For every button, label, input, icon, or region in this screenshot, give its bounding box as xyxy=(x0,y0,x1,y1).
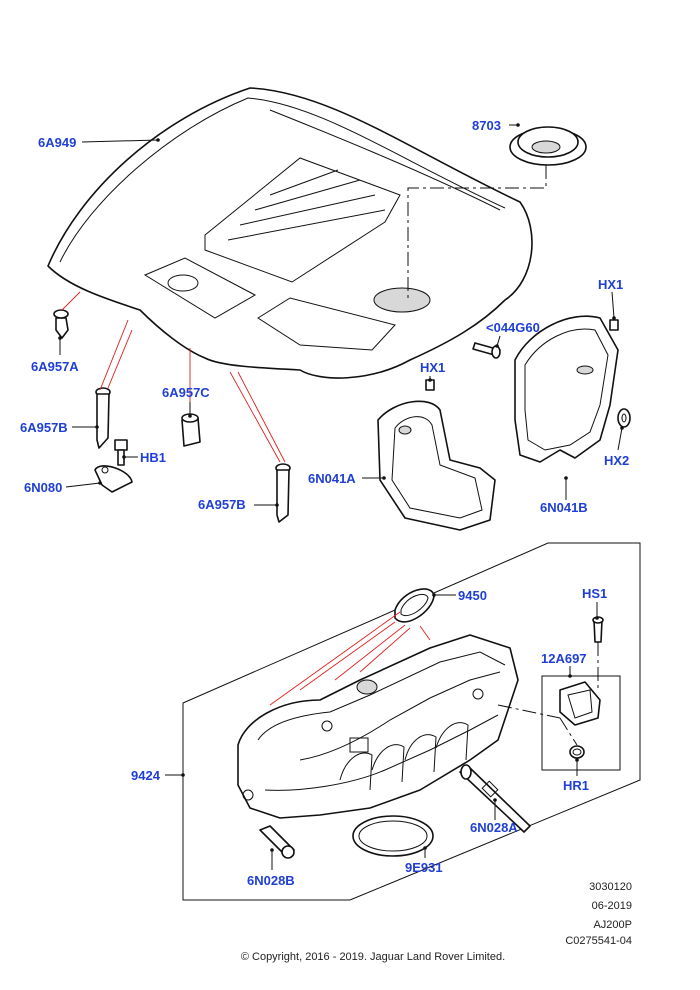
label-6a957b-left: 6A957B xyxy=(20,420,68,435)
bolt-hx1-right xyxy=(609,319,619,331)
gasket-9450 xyxy=(394,588,435,623)
label-hs1: HS1 xyxy=(582,586,607,601)
bolt-6n028b xyxy=(259,825,295,859)
meta-line-1: 3030120 xyxy=(589,881,632,893)
label-6n028a: 6N028A xyxy=(470,820,518,835)
sensor-dash-3 xyxy=(559,717,578,746)
label-6a957a: 6A957A xyxy=(31,359,79,374)
label-hx1-right: HX1 xyxy=(598,277,623,292)
label-6n028b: 6N028B xyxy=(247,873,295,888)
red-leaders-cover xyxy=(61,291,286,463)
bolt-hb1 xyxy=(114,439,128,466)
label-044g60: <044G60 xyxy=(486,320,540,335)
meta-line-2: 06-2019 xyxy=(592,900,632,912)
part-labels: 6A949 8703 6A957A 6A957B 6A957C HB1 6N08… xyxy=(20,118,629,888)
label-hx2: HX2 xyxy=(604,453,629,468)
oring-9e931 xyxy=(352,815,434,857)
label-6a949: 6A949 xyxy=(38,135,76,150)
runners xyxy=(339,722,469,791)
sensor-dash-2 xyxy=(497,704,561,719)
clip-6a957c xyxy=(181,413,201,447)
sensor-box xyxy=(541,675,621,771)
oring-hr1 xyxy=(569,745,585,759)
label-12a697: 12A697 xyxy=(541,651,587,666)
label-6a957c: 6A957C xyxy=(162,385,210,400)
engine-cover xyxy=(47,87,533,379)
label-8703: 8703 xyxy=(472,118,501,133)
label-6n041b: 6N041B xyxy=(540,500,588,515)
screw-hs1 xyxy=(592,616,604,643)
sensor-12a697 xyxy=(559,681,601,726)
clip-6a957b-right xyxy=(275,463,291,523)
leader-lines xyxy=(58,123,624,870)
intake-manifold-9424 xyxy=(237,634,519,819)
diagram-meta: 3030120 06-2019 AJ200P C0275541-04 xyxy=(565,881,632,947)
oil-cap-seal xyxy=(407,126,587,300)
heat-shield-6n041a xyxy=(377,400,496,531)
label-6a957b-right: 6A957B xyxy=(198,497,246,512)
meta-line-4: C0275541-04 xyxy=(565,935,632,947)
label-9e931: 9E931 xyxy=(405,860,443,875)
label-hx1-left: HX1 xyxy=(420,360,445,375)
bracket-6n080 xyxy=(94,465,133,493)
manifold-assembly-box xyxy=(182,542,641,901)
clip-6a957a xyxy=(53,309,69,339)
label-hb1: HB1 xyxy=(140,450,166,465)
red-leaders-gasket xyxy=(269,611,431,706)
label-hr1: HR1 xyxy=(563,778,589,793)
label-9424: 9424 xyxy=(131,768,161,783)
meta-line-3: AJ200P xyxy=(593,919,632,931)
clip-6a957b-left xyxy=(95,387,111,449)
label-6n041a: 6N041A xyxy=(308,471,356,486)
washer-hx2 xyxy=(617,408,631,428)
label-6n080: 6N080 xyxy=(24,480,62,495)
copyright-notice: © Copyright, 2016 - 2019. Jaguar Land Ro… xyxy=(241,951,505,963)
heat-shield-6n041b xyxy=(514,315,619,463)
stud-044g60 xyxy=(472,342,501,359)
label-9450: 9450 xyxy=(458,588,487,603)
